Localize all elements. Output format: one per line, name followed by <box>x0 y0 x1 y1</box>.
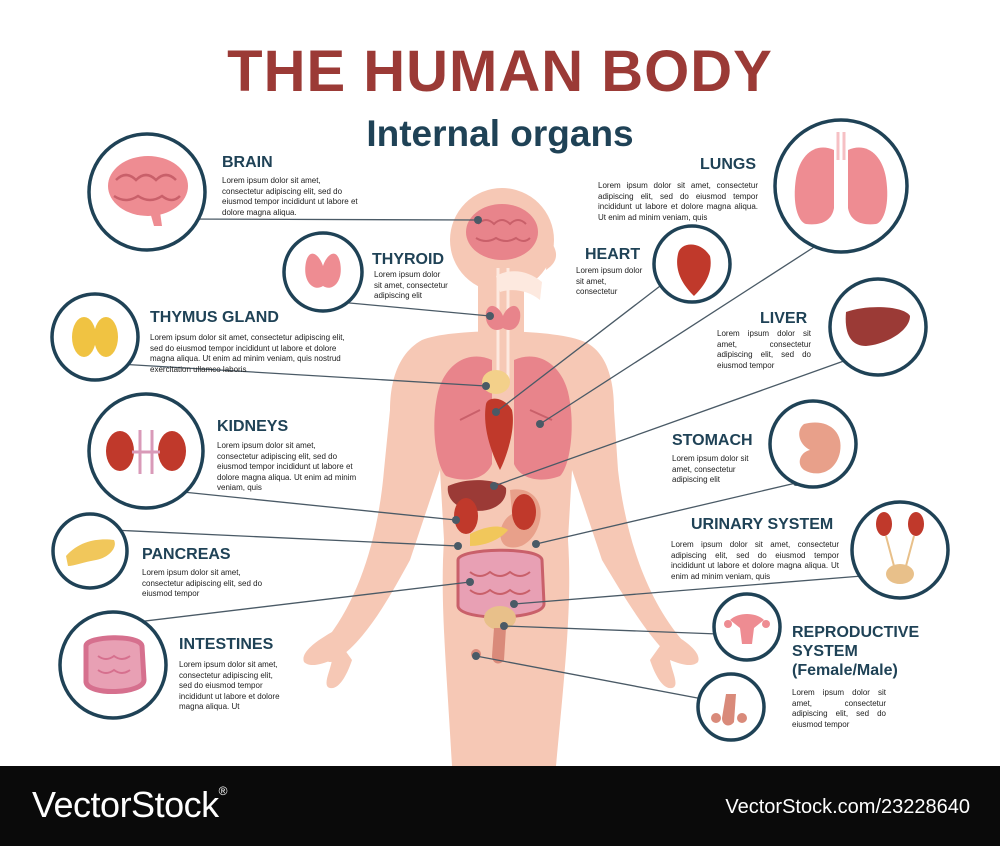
reproductive-label-line3: (Female/Male) <box>792 662 898 679</box>
heart-icon <box>677 244 711 296</box>
page-subtitle: Internal organs <box>366 113 634 154</box>
brain-icon <box>108 156 188 226</box>
thyroid-in-body <box>485 305 521 331</box>
liver-desc: Lorem ipsum dolor sit amet, consectetur … <box>717 329 811 370</box>
pancreas-desc: Lorem ipsum dolor sit amet, consectetur … <box>142 568 263 598</box>
heart-label: HEART <box>585 246 641 263</box>
stomach-desc: Lorem ipsum dolor sit amet, consectetur … <box>672 454 749 484</box>
heart-desc: Lorem ipsum dolor sit amet, consectetur <box>576 266 643 296</box>
reproductive-in-body <box>492 628 506 664</box>
thyroid-desc: Lorem ipsum dolor sit amet, consectetur … <box>374 270 448 300</box>
heart-in-body <box>485 398 513 470</box>
pancreas-in-body <box>470 526 508 546</box>
urinary-label: URINARY SYSTEM <box>691 516 834 533</box>
image-id: VectorStock.com/23228640 <box>725 796 970 818</box>
vectorstock-logo: VectorStock® <box>32 784 227 826</box>
infographic-canvas: THE HUMAN BODY Internal organs BRAIN Lor… <box>50 39 950 766</box>
reproductive-label-line1: REPRODUCTIVE <box>792 624 920 641</box>
urinary-icon <box>876 512 924 584</box>
brain-desc: Lorem ipsum dolor sit amet, consectetur … <box>222 176 358 217</box>
connector-lines <box>90 218 863 701</box>
page-title: THE HUMAN BODY <box>227 39 773 104</box>
reproductive-label: REPRODUCTIVE SYSTEM (Female/Male) <box>792 623 919 680</box>
footer-bar: VectorStock® VectorStock.com/23228640 <box>0 766 1000 846</box>
thyroid-label: THYROID <box>372 251 444 268</box>
thymus-in-body <box>482 370 510 394</box>
reproductive-desc: Lorem ipsum dolor sit amet, consectetur … <box>792 688 886 729</box>
intestines-desc: Lorem ipsum dolor sit amet, consectetur … <box>179 660 280 711</box>
brain-in-head <box>466 204 538 260</box>
stomach-icon <box>799 422 841 474</box>
diagram-svg <box>50 118 950 766</box>
registered-mark: ® <box>218 784 228 798</box>
bladder-in-body <box>484 606 516 630</box>
kidneys-icon <box>106 430 186 474</box>
thymus-label: THYMUS GLAND <box>150 309 279 326</box>
brain-label: BRAIN <box>222 154 273 171</box>
liver-label: LIVER <box>760 310 808 327</box>
male-reproductive-icon <box>711 694 747 726</box>
liver-icon <box>845 307 910 346</box>
female-reproductive-icon <box>724 614 770 644</box>
intestines-icon <box>83 635 147 694</box>
intestines-label: INTESTINES <box>179 636 274 653</box>
thymus-icon <box>72 317 118 357</box>
pancreas-icon <box>66 539 115 566</box>
stomach-label: STOMACH <box>672 432 753 449</box>
kidneys-desc: Lorem ipsum dolor sit amet, consectetur … <box>217 441 357 492</box>
thymus-desc: Lorem ipsum dolor sit amet, consectetur … <box>150 333 345 374</box>
kidneys-label: KIDNEYS <box>217 418 289 435</box>
intestines-in-body <box>456 548 546 619</box>
hands <box>303 632 699 689</box>
reproductive-label-line2: SYSTEM <box>792 643 858 660</box>
kidneys-in-body <box>454 494 536 534</box>
logo-text: VectorStock <box>32 784 219 825</box>
pancreas-label: PANCREAS <box>142 546 231 563</box>
lungs-desc: Lorem ipsum dolor sit amet, consectetur … <box>598 181 758 222</box>
lungs-icon <box>794 132 888 225</box>
thyroid-icon <box>305 253 341 288</box>
urinary-desc: Lorem ipsum dolor sit amet, consectetur … <box>671 540 839 581</box>
lungs-label: LUNGS <box>700 156 756 173</box>
airway-shape <box>496 271 542 300</box>
